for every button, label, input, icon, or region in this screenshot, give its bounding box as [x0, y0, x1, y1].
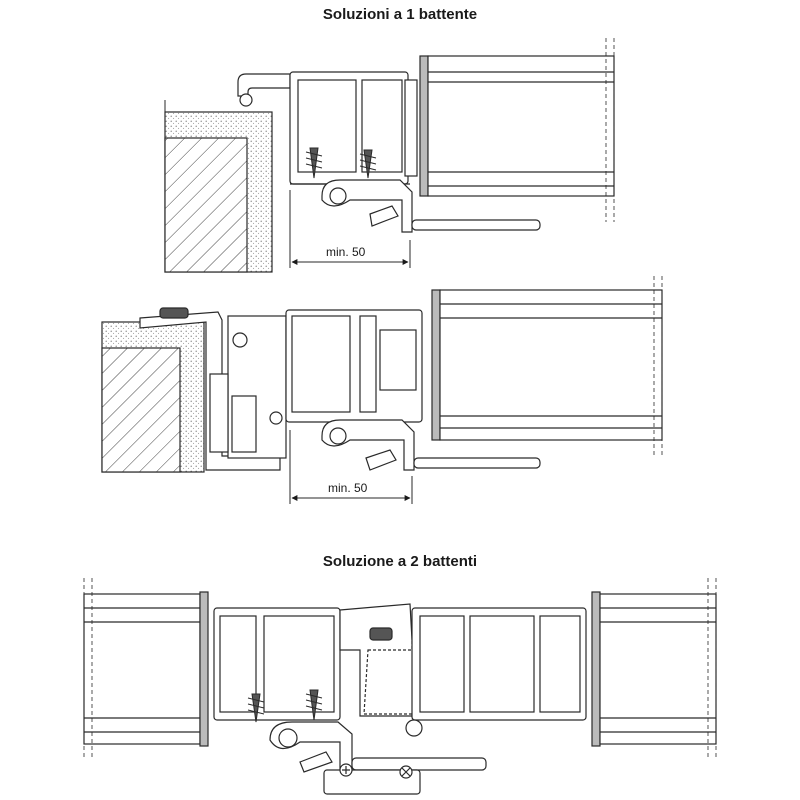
dimension-label-top: min. 50: [326, 245, 366, 259]
diagram-single-leaf-middle: [101, 276, 663, 504]
dimension-middle: [289, 430, 413, 504]
hinge: [269, 719, 487, 795]
screw-icon: [247, 689, 323, 723]
sash-panel: [419, 38, 615, 222]
dimension-label-middle: min. 50: [328, 481, 368, 495]
wall-section: [101, 321, 205, 473]
frame-profile: [237, 71, 418, 185]
hinge: [321, 419, 541, 471]
wall-section: [164, 100, 273, 273]
left-frame-profile: [213, 607, 341, 721]
screw-icon: [305, 147, 377, 179]
diagram-double-leaf: [83, 578, 717, 795]
right-frame-profile: [411, 607, 587, 721]
left-sash-panel: [83, 578, 209, 760]
hinge: [321, 179, 541, 233]
frame-profile: [139, 307, 423, 471]
dimension-top: [289, 190, 411, 268]
single-leaf-heading: Soluzioni a 1 battente: [322, 6, 478, 23]
right-sash-panel: [591, 578, 717, 760]
diagram-single-leaf-top: [164, 38, 615, 273]
sash-panel: [431, 276, 663, 456]
double-leaf-heading: Soluzione a 2 battenti: [322, 553, 478, 570]
